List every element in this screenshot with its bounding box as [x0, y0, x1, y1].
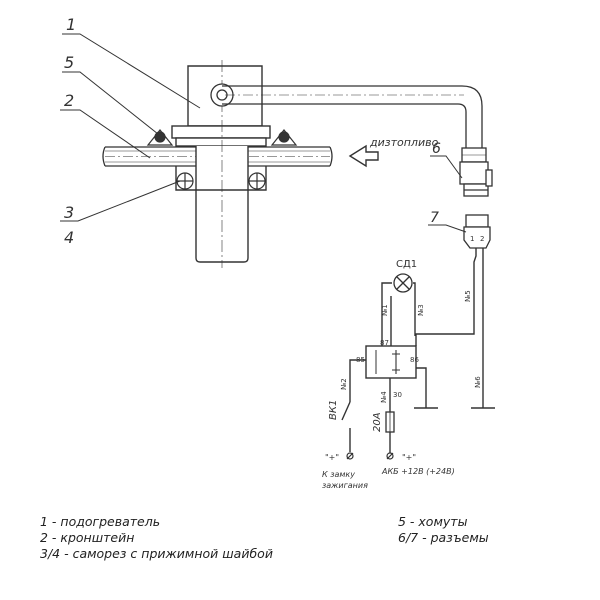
switch-label: ВК1 — [328, 400, 339, 420]
wire-5: №5 — [464, 290, 472, 302]
fuel-label: дизтопливо — [369, 136, 439, 149]
relay-pin-87: 87 — [380, 339, 389, 347]
fuse-label: 20А — [372, 412, 383, 432]
wire-4: №4 — [380, 391, 388, 403]
callout-1: 1 — [66, 15, 76, 34]
connector-7-pin-1: 1 — [470, 235, 474, 243]
lamp-label: СД1 — [396, 259, 417, 270]
legend-item-screw: 3/4 - саморез с прижимной шайбой — [40, 546, 273, 561]
screw-right — [248, 172, 266, 190]
connector-7-pin-2: 2 — [480, 235, 484, 243]
wiring — [349, 248, 495, 454]
clamp-left — [146, 129, 174, 146]
terminal-ignition — [346, 452, 354, 460]
relay-pin-30: 30 — [393, 391, 402, 399]
ignition-label-line1: К замку — [322, 470, 355, 479]
legend-item-clamps: 5 - хомуты — [398, 514, 468, 529]
fuse-20a — [385, 411, 395, 433]
callout-2: 2 — [64, 91, 74, 110]
battery-label: АКБ +12В (+24В) — [381, 467, 455, 476]
connector-6 — [459, 147, 493, 197]
battery-polarity: "+" — [402, 453, 416, 462]
heater-fitting — [210, 83, 234, 107]
ignition-label-line2: зажигания — [322, 481, 368, 490]
callout-5: 5 — [64, 53, 74, 72]
wire-1: №1 — [381, 304, 389, 316]
relay — [365, 345, 417, 379]
legend-item-heater: 1 - подогреватель — [40, 514, 161, 529]
lamp-sd1 — [393, 273, 413, 293]
heater-body — [171, 60, 271, 268]
ignition-polarity: "+" — [325, 453, 339, 462]
callout-6: 6 — [432, 141, 441, 157]
callout-4: 4 — [64, 228, 74, 247]
callout-7: 7 — [430, 210, 439, 226]
callout-3: 3 — [64, 203, 74, 222]
heater-cable — [222, 85, 483, 150]
fuel-direction-arrow — [348, 144, 379, 168]
callout-leaders — [60, 33, 467, 233]
terminal-battery — [386, 452, 394, 460]
relay-pin-86: 86 — [410, 356, 419, 364]
clamp-right — [270, 129, 298, 146]
wire-3: №3 — [417, 304, 425, 316]
switch-vk1 — [341, 401, 351, 421]
legend-item-connectors: 6/7 - разъемы — [398, 530, 489, 545]
connector-7 — [463, 214, 491, 249]
relay-pin-85: 85 — [356, 356, 365, 364]
legend-item-bracket: 2 - кронштейн — [40, 530, 135, 545]
wire-6: №6 — [474, 376, 482, 388]
wire-2: №2 — [340, 378, 348, 390]
